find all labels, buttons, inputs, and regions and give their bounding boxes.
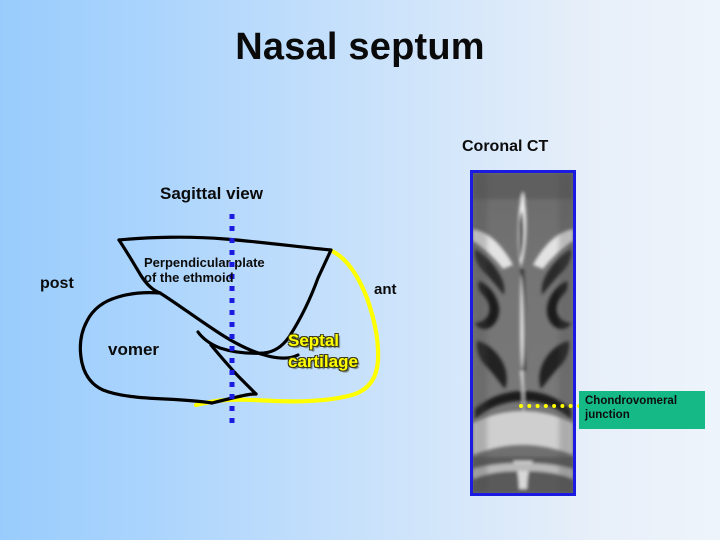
coronal-ct-image-frame	[470, 170, 576, 496]
callout-leader-line	[519, 404, 581, 408]
chondrovomeral-junction-label: Chondrovomeral junction	[585, 395, 678, 422]
anterior-direction-label: ant	[374, 281, 397, 298]
ethmoid-plate-label: Perpendicular plate of the ethmoid	[144, 255, 265, 286]
chondrovomeral-junction-callout: Chondrovomeral junction	[579, 391, 705, 429]
coronal-ct-image	[473, 173, 573, 493]
coronal-ct-heading: Coronal CT	[462, 138, 549, 155]
posterior-direction-label: post	[40, 275, 74, 292]
vomer-upper-edge	[158, 291, 300, 360]
page-title: Nasal septum	[235, 26, 485, 68]
vomer-label: vomer	[108, 340, 160, 359]
sagittal-view-heading: Sagittal view	[160, 184, 263, 203]
septal-cartilage-label: Septal cartilage	[288, 331, 358, 372]
vomer-lower-edge	[210, 392, 258, 405]
vomer-groove-edge	[209, 343, 258, 396]
